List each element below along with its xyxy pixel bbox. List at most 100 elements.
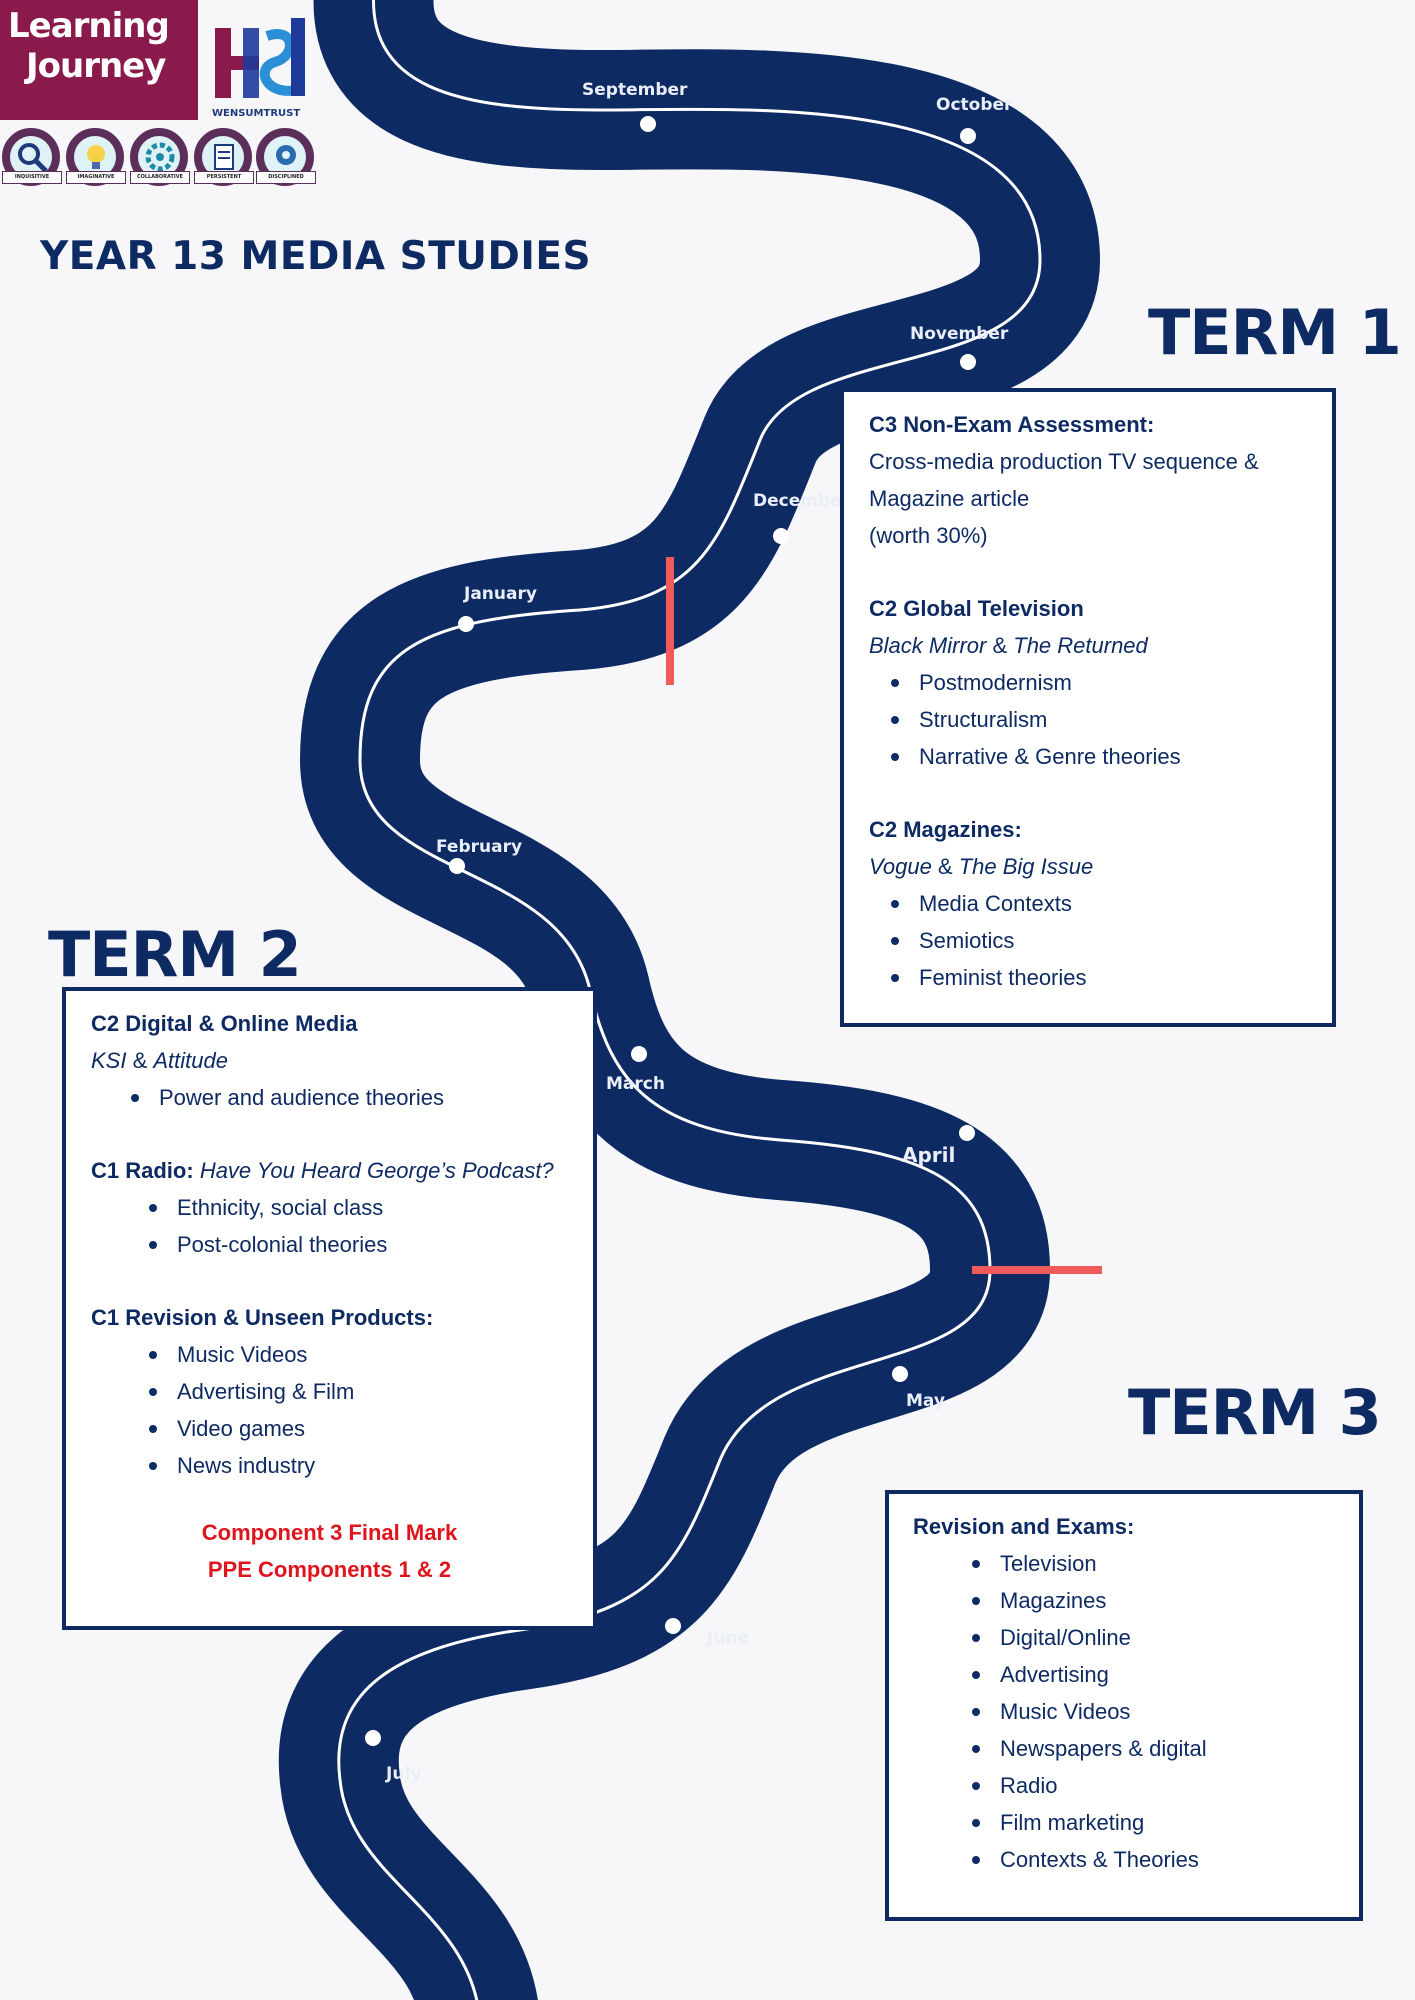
revision-exams-heading: Revision and Exams: <box>913 1514 1135 1539</box>
month-label-may: May <box>906 1391 945 1411</box>
list-item: Postmodernism <box>891 664 1332 701</box>
month-markers: September October November December Janu… <box>365 80 1013 1784</box>
term-3-heading: TERM 3 <box>1128 1376 1382 1449</box>
ampersand: & <box>126 1048 154 1073</box>
month-dot-november <box>960 354 976 370</box>
global-tv-products: Black Mirror & The Returned <box>869 627 1332 664</box>
page-title: YEAR 13 MEDIA STUDIES <box>40 234 592 279</box>
magazines-heading: C2 Magazines: <box>869 817 1022 842</box>
month-label-october: October <box>936 95 1013 115</box>
month-label-june: June <box>706 1628 749 1648</box>
list-item: Contexts & Theories <box>972 1841 1359 1878</box>
list-item: Post-colonial theories <box>149 1226 593 1263</box>
month-dot-june <box>665 1618 681 1634</box>
list-item: Video games <box>149 1410 593 1447</box>
product-title: The Big Issue <box>958 854 1094 879</box>
term-1-card: C3 Non-Exam Assessment: Cross-media prod… <box>840 388 1336 1027</box>
ampersand: & <box>986 633 1014 658</box>
month-dot-october <box>960 128 976 144</box>
badge-label: IMAGINATIVE <box>66 171 126 184</box>
list-item: Advertising & Film <box>149 1373 593 1410</box>
magnifier-icon <box>18 143 48 173</box>
term-1-heading: TERM 1 <box>1148 296 1402 369</box>
radio-row: C1 Radio: Have You Heard George’s Podcas… <box>91 1152 593 1189</box>
nea-heading: C3 Non-Exam Assessment: <box>869 412 1155 437</box>
revision-heading: C1 Revision & Unseen Products: <box>91 1305 434 1330</box>
month-dot-january <box>458 616 474 632</box>
month-label-february: February <box>436 837 522 857</box>
school-logo <box>215 18 305 98</box>
product-title: Black Mirror <box>869 633 987 658</box>
digital-media-products: KSI & Attitude <box>91 1042 593 1079</box>
month-label-april: April <box>902 1143 955 1167</box>
nea-line: Magazine article <box>869 486 1030 511</box>
month-dot-april <box>959 1125 975 1141</box>
list-item: Feminist theories <box>891 959 1332 996</box>
ampersand: & <box>931 854 959 879</box>
badge-imaginative: IMAGINATIVE <box>66 128 126 186</box>
people-circle-icon <box>145 142 175 172</box>
product-title: Vogue <box>869 854 932 879</box>
list-item: Television <box>972 1545 1359 1582</box>
badge-inquisitive: INQUISITIVE <box>2 128 62 186</box>
digital-media-list: Power and audience theories <box>91 1079 593 1116</box>
list-item: Music Videos <box>972 1693 1359 1730</box>
logo-line-2: Journey <box>26 46 166 86</box>
logo-line-1: Learning <box>8 6 170 46</box>
head-gear-icon <box>276 145 296 165</box>
list-item: Digital/Online <box>972 1619 1359 1656</box>
term-3-card: Revision and Exams: Television Magazines… <box>885 1490 1363 1921</box>
product-title: KSI <box>91 1048 127 1073</box>
month-dot-may <box>892 1366 908 1382</box>
checklist-icon <box>214 144 234 170</box>
list-item: News industry <box>149 1447 593 1484</box>
lightbulb-head-icon <box>87 145 105 169</box>
global-tv-list: Postmodernism Structuralism Narrative & … <box>869 664 1332 775</box>
magazines-products: Vogue & The Big Issue <box>869 848 1332 885</box>
global-tv-heading: C2 Global Television <box>869 596 1084 621</box>
magazines-list: Media Contexts Semiotics Feminist theori… <box>869 885 1332 996</box>
list-item: Music Videos <box>149 1336 593 1373</box>
list-item: Magazines <box>972 1582 1359 1619</box>
revision-list: Music Videos Advertising & Film Video ga… <box>91 1336 593 1484</box>
nea-line: Cross-media production TV sequence & <box>869 449 1259 474</box>
badge-collaborative: COLLABORATIVE <box>130 128 190 186</box>
badge-label: INQUISITIVE <box>2 171 62 184</box>
learning-journey-logo: Learning Journey <box>0 0 198 120</box>
list-item: Newspapers & digital <box>972 1730 1359 1767</box>
list-item: Media Contexts <box>891 885 1332 922</box>
term-2-card: C2 Digital & Online Media KSI & Attitude… <box>62 987 597 1630</box>
list-item: Advertising <box>972 1656 1359 1693</box>
month-label-december: December <box>753 491 851 511</box>
values-badges: INQUISITIVE IMAGINATIVE COLLABORATIVE PE… <box>2 126 316 192</box>
list-item: Structuralism <box>891 701 1332 738</box>
note-ppe: PPE Components 1 & 2 <box>207 1557 452 1582</box>
digital-media-heading: C2 Digital & Online Media <box>91 1011 358 1036</box>
badge-label: DISCIPLINED <box>256 171 316 184</box>
list-item: Semiotics <box>891 922 1332 959</box>
note-final-mark: Component 3 Final Mark <box>201 1520 458 1545</box>
month-dot-september <box>640 116 656 132</box>
month-label-september: September <box>582 80 688 100</box>
product-title: The Returned <box>1013 633 1148 658</box>
month-dot-february <box>449 858 465 874</box>
badge-disciplined: DISCIPLINED <box>256 128 316 186</box>
radio-list: Ethnicity, social class Post-colonial th… <box>91 1189 593 1263</box>
nea-line: (worth 30%) <box>869 523 988 548</box>
list-item: Radio <box>972 1767 1359 1804</box>
badge-persistent: PERSISTENT <box>194 128 254 186</box>
trust-name: WENSUMTRUST <box>212 108 301 119</box>
month-dot-march <box>631 1046 647 1062</box>
radio-heading: C1 Radio: <box>91 1158 194 1183</box>
month-label-january: January <box>463 584 537 604</box>
term-2-heading: TERM 2 <box>48 918 302 991</box>
revision-exams-list: Television Magazines Digital/Online Adve… <box>913 1545 1359 1878</box>
month-label-march: March <box>606 1074 665 1094</box>
month-dot-july <box>365 1730 381 1746</box>
product-title: Attitude <box>153 1048 228 1073</box>
month-label-november: November <box>910 324 1009 344</box>
month-label-july: July <box>385 1764 421 1784</box>
badge-label: COLLABORATIVE <box>130 171 190 184</box>
list-item: Ethnicity, social class <box>149 1189 593 1226</box>
list-item: Power and audience theories <box>131 1079 593 1116</box>
